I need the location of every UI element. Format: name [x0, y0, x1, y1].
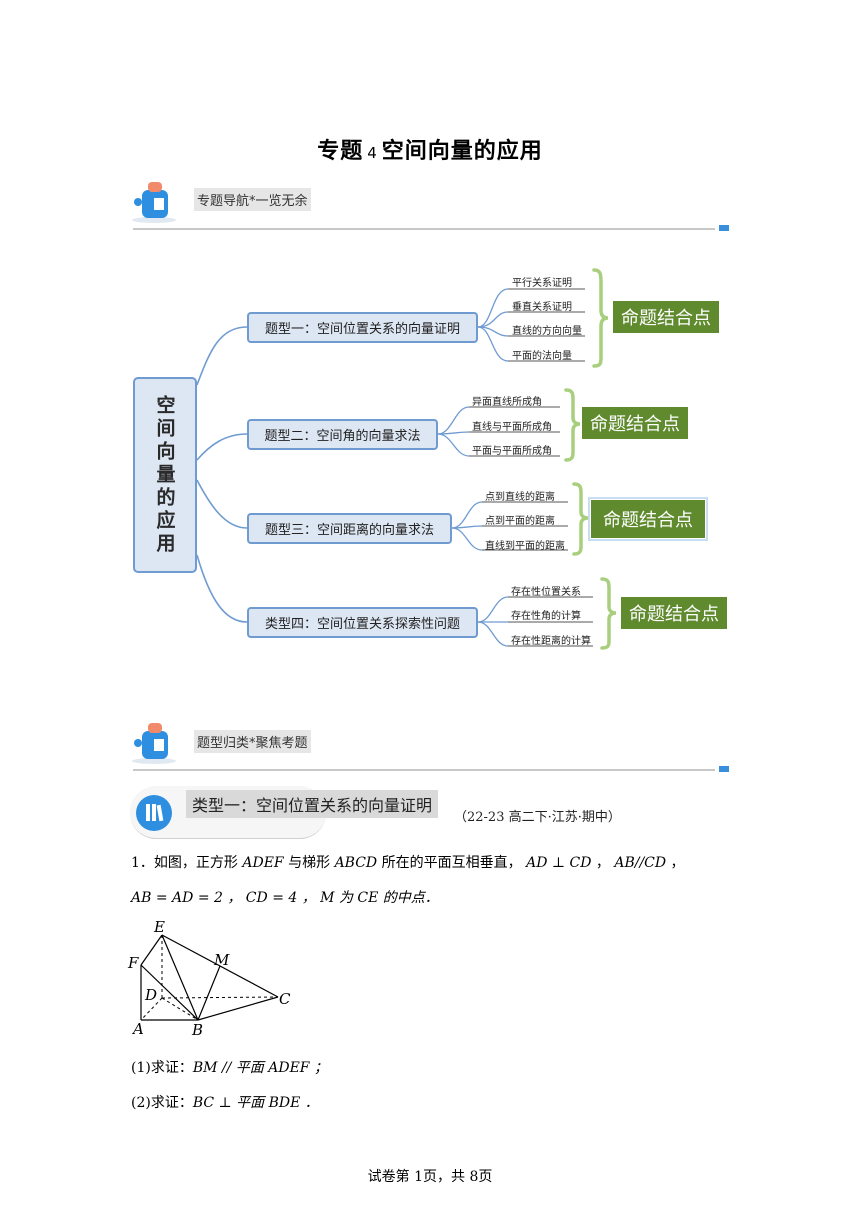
- question-2: (2)求证：BC ⊥ 平面 BDE ．: [131, 1092, 319, 1114]
- mindmap-root: 空间向量的应用: [133, 377, 197, 573]
- leaf-item: 存在性位置关系: [511, 587, 581, 598]
- title-prefix: 专题: [317, 139, 364, 164]
- label-F: F: [127, 954, 139, 972]
- text-run: 与梯形: [288, 855, 331, 871]
- q2-prefix: (2)求证：: [131, 1095, 193, 1111]
- problem-1-line-2: AB = AD = 2 ， CD = 4 ， M 为 CE 的中点．: [131, 890, 439, 906]
- books-icon: [136, 795, 172, 831]
- branch-type-3: 题型三：空间距离的向量求法: [247, 513, 452, 544]
- label-M: M: [213, 951, 230, 969]
- branch-type-2: 题型二：空间角的向量求法: [247, 419, 438, 450]
- leaf-item: 直线到平面的距离: [485, 541, 565, 552]
- question-1: (1)求证：BM // 平面 ADEF ；: [131, 1057, 328, 1079]
- label-D: D: [144, 986, 157, 1004]
- math-adef: ADEF: [242, 855, 284, 871]
- section-types-label: 题型归类*聚焦考题: [194, 730, 311, 753]
- section-navigation-label: 专题导航*一览无余: [194, 188, 311, 211]
- type-1-banner: 类型一：空间位置关系的向量证明: [186, 790, 439, 818]
- problem-1-line-1: 1．如图，正方形 ADEF 与梯形 ABCD 所在的平面互相垂直， AD ⊥ C…: [131, 855, 685, 871]
- text-run: 1．如图，正方形: [131, 855, 238, 871]
- branch-type-1: 题型一：空间位置关系的向量证明: [247, 312, 478, 343]
- q1-statement: BM // 平面 ADEF ；: [192, 1060, 328, 1076]
- label-C: C: [279, 990, 291, 1008]
- leaf-item: 异面直线所成角: [472, 397, 542, 408]
- book-mascot-icon: [128, 180, 180, 224]
- tag-badge: 命题结合点: [582, 407, 688, 439]
- page-footer: 试卷第 1页，共 8页: [367, 1169, 493, 1185]
- leaf-item: 直线与平面所成角: [472, 422, 552, 433]
- math-condition-2: AB//CD: [614, 855, 667, 871]
- math-abcd: ABCD: [334, 855, 378, 871]
- book-mascot-icon: [128, 721, 180, 765]
- leaf-item: 平行关系证明: [512, 278, 572, 289]
- leaf-item: 存在性角的计算: [511, 611, 581, 622]
- leaf-item: 垂直关系证明: [512, 302, 572, 313]
- divider-end-marker: [719, 225, 729, 231]
- section-divider: [133, 769, 715, 771]
- q2-statement: BC ⊥ 平面 BDE ．: [192, 1095, 319, 1111]
- leaf-item: 点到平面的距离: [485, 516, 555, 527]
- leaf-item: 平面与平面所成角: [472, 446, 552, 457]
- tag-badge: 命题结合点: [588, 497, 708, 541]
- leaf-item: 平面的法向量: [512, 351, 572, 362]
- leaf-item: 存在性距离的计算: [511, 636, 591, 647]
- geometry-figure: E M F D C A B: [127, 920, 291, 1039]
- label-A: A: [131, 1020, 144, 1038]
- label-B: B: [191, 1021, 203, 1039]
- leaf-item: 点到直线的距离: [485, 492, 555, 503]
- q1-prefix: (1)求证：: [131, 1060, 193, 1076]
- problem-source: （22-23 高二下·江苏·期中）: [454, 810, 621, 825]
- math-condition-1: AD ⊥ CD: [526, 855, 592, 871]
- divider-end-marker: [719, 766, 729, 772]
- text-run: 所在的平面互相垂直，: [381, 855, 522, 871]
- label-E: E: [153, 920, 165, 936]
- section-divider: [133, 228, 715, 230]
- leaf-item: 直线的方向向量: [512, 326, 582, 337]
- tag-badge: 命题结合点: [613, 301, 719, 333]
- title-number: 4: [367, 144, 378, 162]
- mindmap-connectors: [196, 268, 617, 650]
- title-text: 空间向量的应用: [381, 139, 543, 164]
- branch-type-4: 类型四：空间位置关系探索性问题: [247, 607, 478, 638]
- tag-badge: 命题结合点: [621, 597, 727, 629]
